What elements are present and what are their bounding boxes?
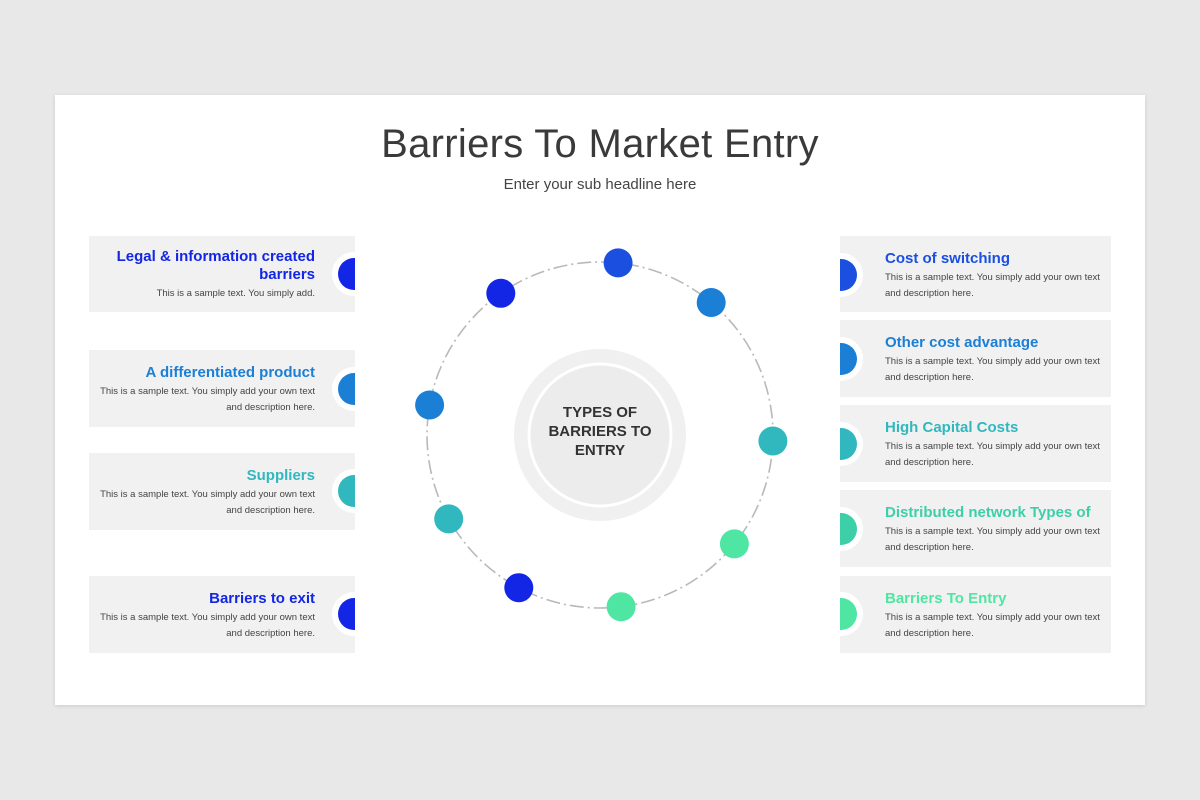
center-inner-circle: [527, 362, 673, 508]
orbit-dot: [486, 278, 516, 308]
circle-marker-icon: [338, 598, 355, 630]
orbit-dot: [719, 529, 749, 559]
left-tab-suppliers: [332, 467, 355, 515]
left-card-desc: This is a sample text. You simply add yo…: [100, 386, 315, 413]
circle-marker-icon: [840, 343, 857, 375]
right-tab-barriers: [840, 590, 863, 638]
page-title: Barriers To Market Entry: [381, 122, 819, 166]
right-card-switching[interactable]: Cost of switching This is a sample text.…: [840, 236, 1111, 312]
circle-marker-icon: [338, 475, 355, 507]
orbit-dot: [415, 390, 445, 420]
right-card-title: Barriers To Entry: [885, 590, 1007, 607]
circle-marker-icon: [338, 258, 355, 290]
right-card-network[interactable]: Distributed network Types of This is a s…: [840, 490, 1111, 567]
circle-marker-icon: [840, 598, 857, 630]
circle-marker-icon: [338, 373, 355, 405]
left-card-title: A differentiated product: [145, 364, 315, 381]
left-card-differentiated[interactable]: A differentiated product This is a sampl…: [89, 350, 355, 427]
right-card-title: Distributed network Types of: [885, 504, 1091, 521]
left-tab-exit: [332, 590, 355, 638]
right-card-cost-advantage[interactable]: Other cost advantage This is a sample te…: [840, 320, 1111, 397]
left-tab-differentiated: [332, 365, 355, 413]
orbit-dots: [415, 248, 788, 622]
page-subtitle: Enter your sub headline here: [503, 176, 697, 193]
right-card-desc: This is a sample text. You simply add yo…: [885, 272, 1100, 299]
right-tab-cost-advantage: [840, 335, 863, 383]
left-card-desc: This is a sample text. You simply add yo…: [100, 489, 315, 516]
right-card-desc: This is a sample text. You simply add yo…: [885, 441, 1100, 468]
left-card-title: Barriers to exit: [209, 590, 315, 607]
left-card-title: Legal & information created barriers: [116, 248, 315, 283]
right-card-desc: This is a sample text. You simply add yo…: [885, 356, 1100, 383]
left-card-title: Suppliers: [246, 467, 315, 484]
orbit-dot: [603, 248, 633, 278]
orbit-dot: [606, 592, 636, 622]
right-card-title: High Capital Costs: [885, 419, 1019, 436]
circle-marker-icon: [840, 259, 857, 291]
left-tab-legal: [332, 250, 355, 298]
orbit-dot: [504, 573, 534, 603]
left-card-desc: This is a sample text. You simply add.: [156, 288, 315, 299]
circle-marker-icon: [840, 513, 857, 545]
right-card-title: Other cost advantage: [885, 334, 1039, 351]
left-card-suppliers[interactable]: Suppliers This is a sample text. You sim…: [89, 453, 355, 530]
left-card-exit[interactable]: Barriers to exit This is a sample text. …: [89, 576, 355, 653]
center-label: TYPES OF BARRIERS TO ENTRY: [548, 404, 652, 459]
orbit-dot: [696, 288, 726, 317]
right-card-title: Cost of switching: [885, 250, 1010, 267]
right-tab-switching: [840, 251, 863, 299]
circle-marker-icon: [840, 428, 857, 460]
left-card-desc: This is a sample text. You simply add yo…: [100, 612, 315, 639]
right-tab-network: [840, 505, 863, 553]
right-card-desc: This is a sample text. You simply add yo…: [885, 612, 1100, 639]
orbit-dot: [758, 426, 788, 456]
right-tab-capital: [840, 420, 863, 468]
orbit-dot: [434, 504, 464, 534]
left-card-legal[interactable]: Legal & information created barriers Thi…: [89, 236, 355, 312]
right-card-capital[interactable]: High Capital Costs This is a sample text…: [840, 405, 1111, 482]
right-card-barriers[interactable]: Barriers To Entry This is a sample text.…: [840, 576, 1111, 653]
right-card-desc: This is a sample text. You simply add yo…: [885, 526, 1100, 553]
